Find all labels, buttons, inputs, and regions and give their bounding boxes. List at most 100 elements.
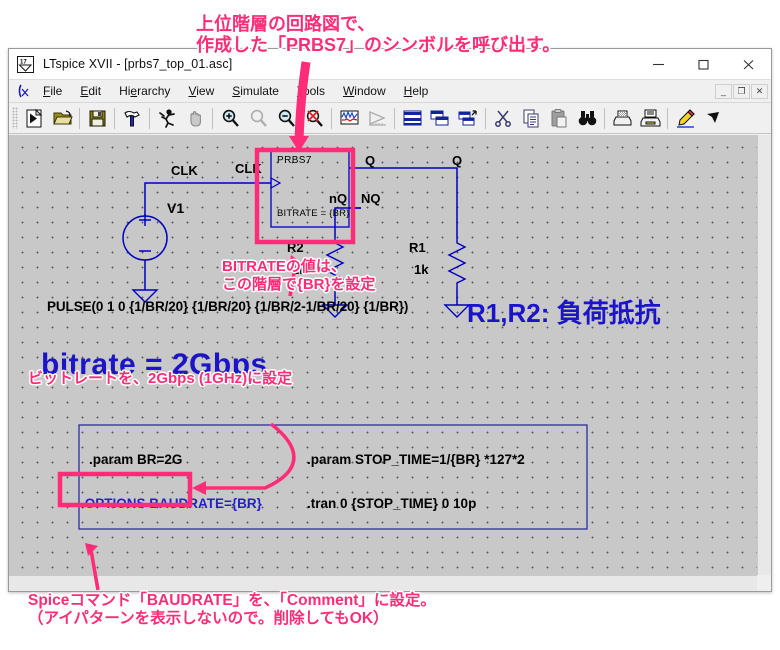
hammer-icon[interactable] — [118, 105, 146, 132]
schematic-canvas[interactable]: PRBS7 BITRATE = {BR} CLK CLK Q NQ Q nQ V… — [9, 135, 771, 575]
paste-clipboard-icon[interactable] — [545, 105, 573, 132]
window-close-button[interactable] — [726, 49, 771, 79]
window-minimize-button[interactable] — [636, 49, 681, 79]
open-folder-icon[interactable] — [48, 105, 76, 132]
toolbar-grip[interactable] — [12, 107, 18, 129]
horizontal-scrollbar[interactable] — [9, 575, 771, 591]
menu-help-rest: elp — [412, 84, 429, 98]
annotation-bitrate-symbol: BITRATEの値は、 この階層で{BR}を設定 — [222, 258, 376, 293]
net-label-nq: nQ — [329, 191, 348, 206]
menu-item-view[interactable]: View — [179, 82, 223, 100]
toolbar-separator — [485, 107, 486, 129]
binoculars-icon[interactable] — [573, 105, 601, 132]
running-man-icon[interactable] — [153, 105, 181, 132]
menu-bar: File Edit Hierarchy View Simulate Tools … — [9, 80, 771, 103]
tile-windows-icon[interactable] — [426, 105, 454, 132]
resistor-r2 — [325, 237, 345, 289]
menu-item-simulate[interactable]: Simulate — [223, 82, 288, 100]
annotation-bitrate-set: ビットレートを、2Gbps (1GHz)に設定 — [28, 370, 293, 387]
menu-hierarchy-mnemonic: e — [130, 84, 138, 98]
scrollbar-corner — [757, 575, 771, 591]
vertical-scrollbar[interactable] — [757, 135, 771, 575]
fft-plot-icon[interactable] — [363, 105, 391, 132]
toolbar-separator — [149, 107, 150, 129]
toolbar-separator — [394, 107, 395, 129]
window-maximize-button[interactable] — [681, 49, 726, 79]
directive-options-baudrate[interactable]: .OPTIONS BAUDRATE={BR} — [81, 496, 262, 511]
annotation-top: 上位階層の回路図で、 作成した「PRBS7」のシンボルを呼び出す。 — [196, 14, 561, 56]
window-title: LTspice XVII - [prbs7_top_01.asc] — [43, 57, 233, 71]
svg-text:17: 17 — [20, 59, 27, 65]
printer-icon[interactable] — [636, 105, 664, 132]
zoom-out-magnifier-icon[interactable] — [272, 105, 300, 132]
toolbar-separator — [79, 107, 80, 129]
menu-hierarchy-b: rarchy — [137, 84, 171, 98]
menu-help-mnemonic: H — [403, 84, 413, 98]
run-play-icon[interactable] — [20, 105, 48, 132]
menu-simulate-mnemonic: S — [232, 84, 241, 98]
symbol-name-label: PRBS7 — [277, 155, 312, 166]
menu-view-mnemonic: V — [188, 84, 197, 98]
menu-window-rest: indow — [354, 84, 386, 98]
mdi-restore-button[interactable]: ❐ — [733, 83, 750, 99]
spice-directive-icon[interactable] — [398, 105, 426, 132]
menu-simulate-rest: imulate — [240, 84, 279, 98]
component-label-v1: V1 — [167, 200, 185, 216]
pin-label-q: Q — [365, 153, 376, 168]
component-value-r1: 1k — [414, 262, 429, 277]
toolbar-separator — [212, 107, 213, 129]
menu-item-window[interactable]: Window — [334, 82, 395, 100]
symbol-bitrate-param: BITRATE = {BR} — [277, 208, 350, 219]
toolbar-separator — [667, 107, 668, 129]
load-resistor-note: R1,R2: 負荷抵抗 — [467, 298, 661, 328]
mdi-close-button[interactable]: ✕ — [751, 83, 768, 99]
wire-clk — [144, 182, 271, 203]
directive-param-br[interactable]: .param BR=2G — [89, 452, 183, 467]
copy-pages-icon[interactable] — [517, 105, 545, 132]
window-controls — [636, 49, 771, 79]
pulse-directive-text[interactable]: PULSE(0 1 0 {1/BR/20} {1/BR/20} {1/BR/2-… — [47, 299, 409, 314]
resistor-r1 — [447, 237, 467, 289]
menu-file-rest: ile — [50, 84, 63, 98]
menu-hierarchy-a: Hi — [119, 84, 131, 98]
waveform-plot-icon[interactable] — [335, 105, 363, 132]
annotation-bottom: Spiceコマンド「BAUDRATE」を、「Comment」に設定。 （アイパタ… — [28, 592, 436, 628]
component-label-r1: R1 — [409, 240, 426, 255]
net-label-clk-left: CLK — [171, 163, 198, 178]
net-label-q: Q — [452, 153, 463, 168]
directive-tran[interactable]: .tran 0 {STOP_TIME} 0 10p — [307, 496, 477, 511]
zoom-in-magnifier-icon[interactable] — [216, 105, 244, 132]
arrow-cursor-icon[interactable] — [699, 105, 727, 132]
menu-tools-rest: ools — [302, 84, 325, 98]
zoom-cancel-icon[interactable] — [300, 105, 328, 132]
ltspice-icon: 17 — [17, 55, 34, 73]
scissors-icon[interactable] — [489, 105, 517, 132]
bitrate-value-note: bitrate = 2Gbps — [41, 348, 268, 381]
zoom-area-magnifier-icon[interactable] — [244, 105, 272, 132]
mdi-window-controls: _ ❐ ✕ — [715, 83, 771, 99]
toolbar-separator — [114, 107, 115, 129]
save-floppy-icon[interactable] — [83, 105, 111, 132]
menu-item-edit[interactable]: Edit — [71, 82, 110, 100]
menu-view-rest: iew — [196, 84, 215, 98]
title-bar: 17 LTspice XVII - [prbs7_top_01.asc] — [9, 49, 771, 80]
mdi-minimize-button[interactable]: _ — [715, 83, 732, 99]
cascade-windows-icon[interactable] — [454, 105, 482, 132]
pin-label-nq: NQ — [361, 191, 381, 206]
menu-item-hierarchy[interactable]: Hierarchy — [110, 82, 179, 100]
directive-param-stop-time[interactable]: .param STOP_TIME=1/{BR} *127*2 — [307, 452, 525, 467]
menu-item-help[interactable]: Help — [395, 82, 438, 100]
menu-edit-mnemonic: E — [80, 84, 89, 98]
print-preview-icon[interactable] — [608, 105, 636, 132]
ltspice-window: 17 LTspice XVII - [prbs7_top_01.asc] — [8, 48, 772, 592]
menu-window-mnemonic: W — [342, 84, 355, 98]
main-toolbar — [9, 103, 771, 134]
hand-icon[interactable] — [181, 105, 209, 132]
pencil-icon[interactable] — [671, 105, 699, 132]
wire-q — [361, 167, 458, 237]
menu-item-tools[interactable]: Tools — [288, 82, 334, 100]
menu-item-file[interactable]: File — [34, 82, 71, 100]
directives-box — [78, 424, 588, 530]
ltspice-lambda-icon — [14, 84, 34, 98]
